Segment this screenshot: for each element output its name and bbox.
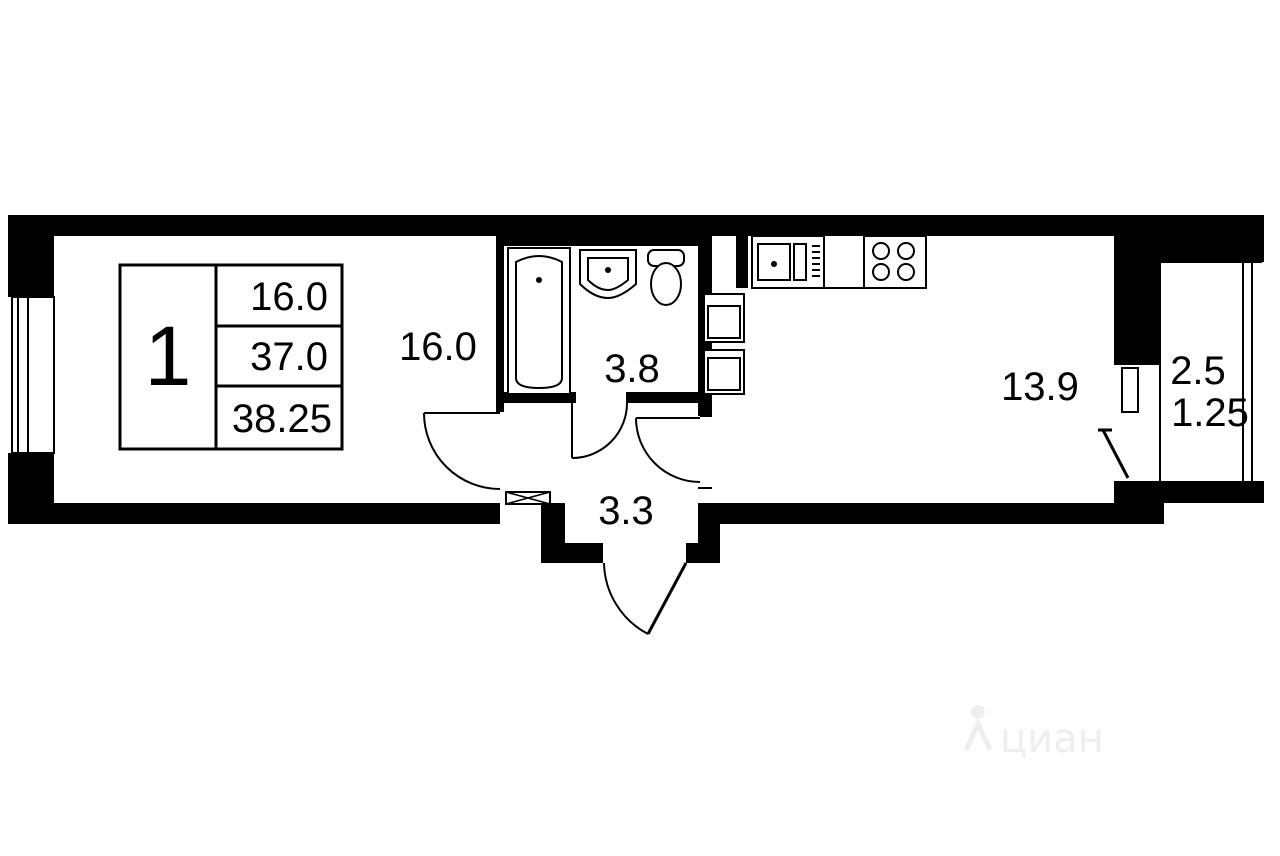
bathtub-icon	[507, 247, 571, 395]
bathroom-area: 3.8	[604, 347, 660, 391]
hallway-area: 3.3	[598, 489, 654, 533]
balcony-reduced-area: 1.25	[1171, 391, 1249, 435]
balcony	[1098, 261, 1262, 481]
legend-living-area: 16.0	[250, 275, 328, 319]
kitchen-sink-icon	[751, 235, 825, 289]
toilet-icon	[647, 249, 685, 306]
legend-total-area-balcony: 38.25	[232, 397, 332, 441]
sink-icon	[579, 249, 637, 300]
legend-room-count: 1	[145, 309, 192, 403]
watermark: циан	[963, 705, 1104, 762]
balcony-area: 2.5	[1170, 349, 1226, 393]
watermark-text: циан	[1000, 716, 1104, 762]
cabinet-icon	[703, 293, 745, 395]
kitchen-area: 13.9	[1001, 365, 1079, 409]
room-labels: 16.0 3.8 13.9 3.3 2.5 1.25	[399, 325, 1249, 533]
walls	[8, 215, 1264, 563]
legend-total-area: 37.0	[250, 335, 328, 379]
stove-icon	[824, 235, 927, 289]
living-room-area: 16.0	[399, 325, 477, 369]
doors	[423, 402, 712, 635]
window-left	[11, 296, 55, 454]
legend-box: 1 16.0 37.0 38.25	[118, 263, 344, 451]
